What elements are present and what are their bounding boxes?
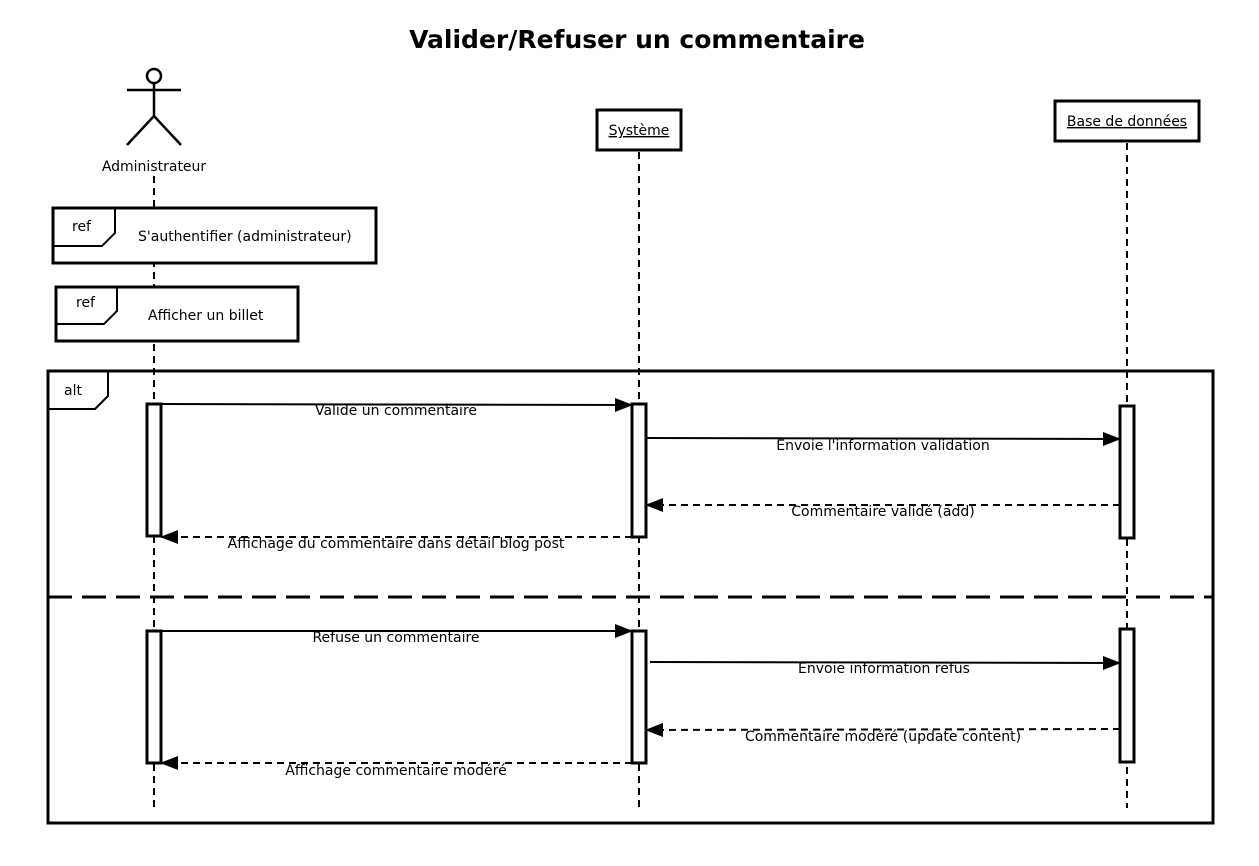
ref-frame-authentifier: ref S'authentifier (administrateur) bbox=[51, 206, 378, 265]
participant-database-label: Base de données bbox=[1067, 114, 1187, 130]
ref-frame-afficher-billet: ref Afficher un billet bbox=[54, 285, 300, 343]
message-label: Commentaire modéré (update content) bbox=[745, 729, 1021, 745]
message-arrow bbox=[649, 655, 1121, 670]
message-label: Commentaire validé (add) bbox=[791, 504, 974, 520]
ref-tag: ref bbox=[72, 219, 92, 235]
ref-tag: ref bbox=[76, 295, 96, 311]
message-label: Affichage du commentaire dans détail blo… bbox=[228, 536, 565, 552]
message-label: Valide un commentaire bbox=[315, 403, 477, 419]
actor-administrateur: Administrateur bbox=[102, 67, 207, 175]
ref-text: Afficher un billet bbox=[148, 308, 264, 324]
activation-database-2 bbox=[1118, 627, 1136, 764]
diagram-title: Valider/Refuser un commentaire bbox=[409, 25, 865, 54]
message-arrow bbox=[160, 397, 633, 412]
message-label: Envoie information refus bbox=[798, 661, 970, 677]
alt-frame: alt bbox=[46, 369, 1215, 825]
activation-administrateur-1 bbox=[145, 402, 163, 538]
alt-tag: alt bbox=[64, 383, 82, 399]
activation-systeme-1 bbox=[630, 402, 648, 539]
alt-operand-2: Refuse un commentaire Envoie information… bbox=[160, 624, 1121, 779]
stick-figure-icon bbox=[126, 67, 182, 146]
participant-systeme: Système bbox=[595, 108, 683, 152]
activation-systeme-2 bbox=[630, 629, 648, 765]
alt-operand-1: Valide un commentaire Envoie l'informati… bbox=[160, 397, 1121, 552]
activation-database-1 bbox=[1118, 404, 1136, 540]
participant-base-de-donnees: Base de données bbox=[1053, 99, 1201, 143]
message-label: Refuse un commentaire bbox=[312, 630, 479, 646]
message-label: Envoie l'information validation bbox=[776, 438, 989, 454]
message-arrow bbox=[645, 431, 1121, 446]
participant-systeme-label: Système bbox=[609, 123, 670, 139]
actor-label: Administrateur bbox=[102, 159, 207, 175]
activation-administrateur-2 bbox=[145, 629, 163, 765]
message-label: Affichage commentaire modéré bbox=[285, 763, 506, 779]
ref-text: S'authentifier (administrateur) bbox=[138, 229, 352, 245]
